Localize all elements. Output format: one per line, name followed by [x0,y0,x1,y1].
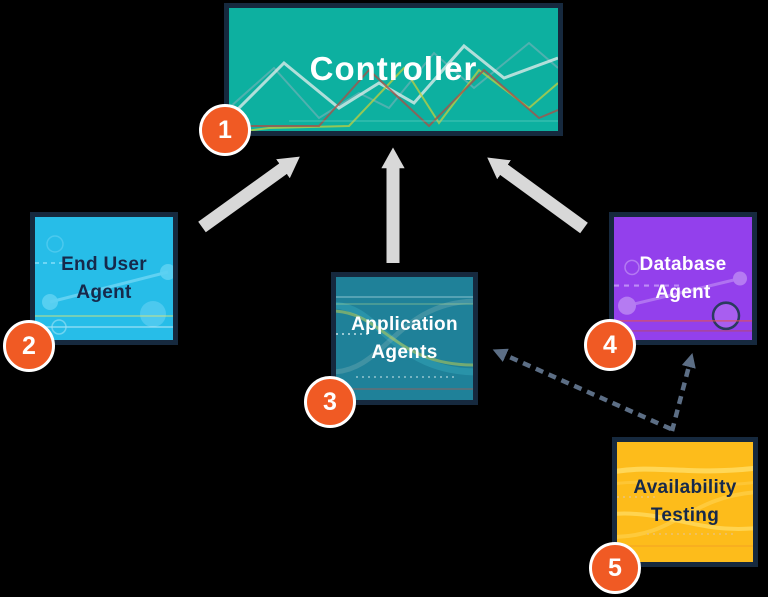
node-end-user-agent: End User Agent [30,212,178,345]
node-availability-testing-label: Availability Testing [633,477,737,526]
availability-wave-decor [617,465,753,547]
node-end-user-agent-label: End User Agent [61,253,147,303]
node-controller-label: Controller [309,50,478,88]
node-database-agent-label: Database Agent [639,253,727,303]
application-wave-decor [336,296,473,390]
badge-4-number: 4 [603,330,617,359]
controller-linechart-decor [229,41,558,131]
badge-2: 2 [3,320,55,372]
badge-5-number: 5 [608,553,622,582]
node-availability-testing: Availability Testing [612,437,758,567]
arrow-end-user-to-controller [198,156,300,233]
node-application-agents-label: Application Agents [351,313,458,363]
dashed-arrow-availability-to-database [669,352,696,432]
end-user-linechart-decor [35,235,173,335]
database-linechart-decor [614,259,752,332]
badge-4: 4 [584,319,636,371]
badge-3: 3 [304,376,356,428]
arrow-database-to-controller [487,157,588,234]
badge-2-number: 2 [22,331,36,360]
badge-1: 1 [199,104,251,156]
node-database-agent: Database Agent [609,212,757,345]
badge-5: 5 [589,542,641,594]
node-application-agents: Application Agents [331,272,478,405]
badge-3-number: 3 [323,387,337,416]
badge-1-number: 1 [218,115,232,144]
node-controller: Controller [224,3,563,136]
dashed-arrow-availability-to-application [492,348,672,432]
